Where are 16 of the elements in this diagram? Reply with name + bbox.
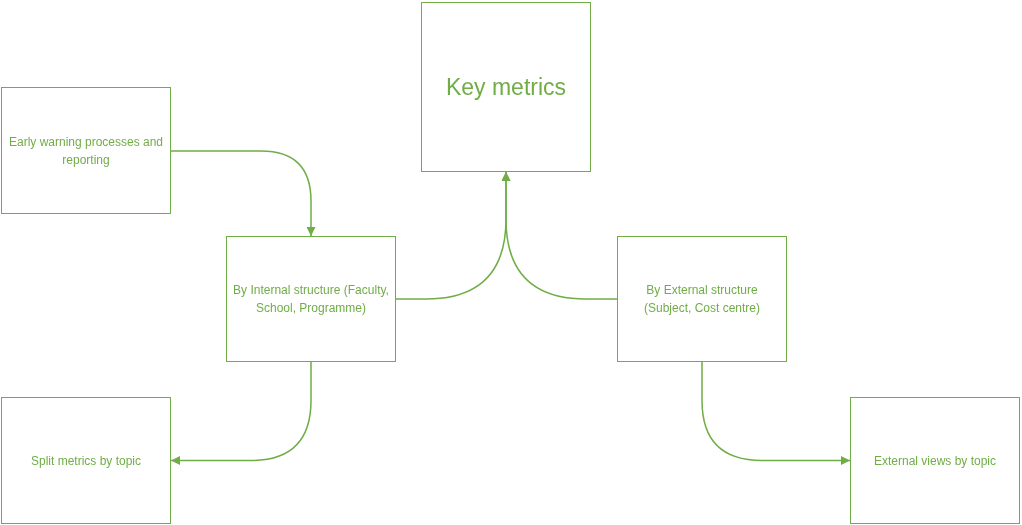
process-box — [421, 2, 591, 172]
arrow — [701, 361, 851, 465]
process-box — [226, 236, 396, 362]
process-box — [1, 397, 171, 524]
box-label: Key metrics — [445, 73, 567, 101]
arrow — [501, 171, 618, 300]
process-box — [1, 87, 171, 214]
process-box — [617, 236, 787, 362]
process-box — [850, 397, 1020, 524]
box-label: By External structure (Subject, Cost centre) — [642, 282, 761, 317]
arrow — [170, 361, 312, 465]
box-label: Split metrics by topic — [30, 452, 141, 470]
box-label: By Internal structure (Faculty, School, Programme) — [233, 282, 389, 317]
box-label: External views by topic — [873, 452, 997, 470]
arrow — [170, 150, 316, 237]
box-label: Early warning processes and reporting — [8, 133, 164, 169]
